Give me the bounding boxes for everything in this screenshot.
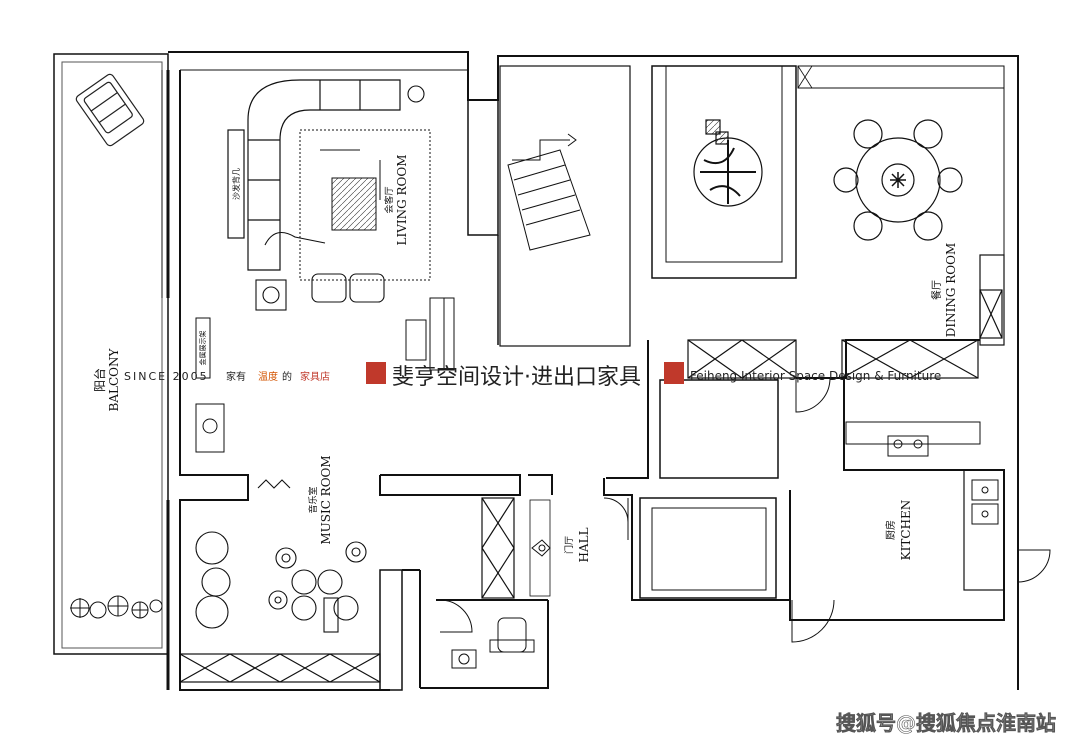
label-dining-en: DINING ROOM xyxy=(944,243,958,338)
watermark-brand-cn: 斐亨空间设计·进出口家具 xyxy=(392,365,641,390)
label-balcony-en: BALCONY xyxy=(107,347,121,411)
lounge-chair xyxy=(75,73,145,147)
watermark-slogan-1: 家有 xyxy=(226,370,246,383)
brand-seal-icon xyxy=(366,362,386,384)
label-hall-en: HALL xyxy=(577,527,591,562)
label-music-cn: 音乐室 xyxy=(307,486,319,513)
door-swings xyxy=(439,377,1051,643)
label-sofa-table: 沙发背几 xyxy=(231,168,241,200)
bath-fixtures xyxy=(451,617,535,669)
piano xyxy=(405,297,455,371)
balcony-plants xyxy=(70,595,163,619)
watermark-slogan-hl: 温度 xyxy=(258,370,278,383)
stairs xyxy=(507,133,591,251)
label-music-en: MUSIC ROOM xyxy=(319,455,333,544)
label-dining-cn: 餐厅 xyxy=(930,280,943,300)
watermark-slogan-2: 的 xyxy=(282,370,292,383)
music-furniture xyxy=(195,479,367,633)
label-living-cn: 会客厅 xyxy=(383,186,395,213)
rug xyxy=(299,129,431,281)
label-balcony-cn: 阳台 xyxy=(92,368,107,392)
feature-round-table xyxy=(693,119,763,207)
lounge-seats xyxy=(255,85,425,311)
dining-table xyxy=(833,119,963,241)
watermark-since: SINCE 2005 xyxy=(124,370,209,383)
brand-seal-icon-2 xyxy=(664,362,684,384)
display-rack xyxy=(195,317,225,453)
label-hall-cn: 门厅 xyxy=(563,536,575,554)
kitchen-fixtures xyxy=(887,435,999,525)
footer-credit: 搜狐号@搜狐焦点淮南站 xyxy=(836,711,1056,735)
label-kitchen-en: KITCHEN xyxy=(899,500,913,561)
cabinets xyxy=(179,289,1003,683)
l-sofa xyxy=(227,79,401,271)
watermark: SINCE 2005 家有 温度 的 家具店 斐亨空间设计·进出口家具 Feih… xyxy=(124,362,941,390)
label-display-rack: 金属展示架 xyxy=(198,331,207,366)
walls xyxy=(53,51,1019,691)
label-living-en: LIVING ROOM xyxy=(395,154,409,245)
label-kitchen-cn: 厨房 xyxy=(884,520,897,540)
watermark-slogan-3: 家具店 xyxy=(300,370,330,383)
room-labels: 阳台 BALCONY 会客厅 LIVING ROOM 餐厅 DINING ROO… xyxy=(92,154,958,562)
watermark-brand-en: Feiheng Interior Space Design & Furnitur… xyxy=(690,369,941,383)
hall-plant xyxy=(529,499,551,597)
